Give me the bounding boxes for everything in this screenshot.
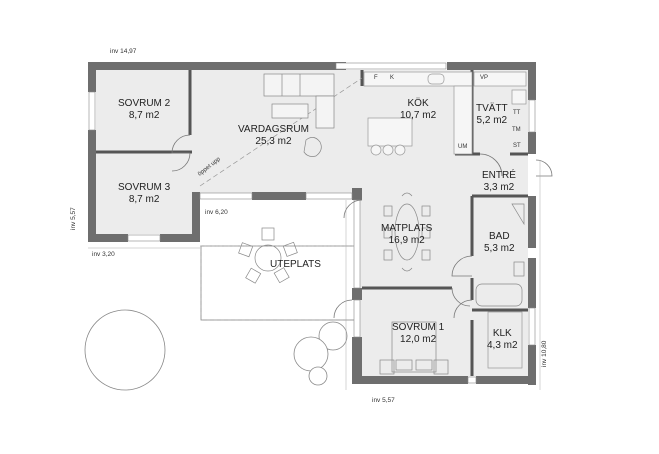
door-swings bbox=[171, 134, 553, 319]
open-ceiling-line bbox=[199, 77, 363, 187]
trees bbox=[84, 309, 348, 391]
room-label-klk: KLK 4,3 m2 bbox=[487, 328, 518, 351]
freezer-label: K bbox=[390, 75, 395, 81]
bathroom-fixtures bbox=[475, 203, 525, 307]
drying-cabinet-label: ST bbox=[513, 143, 521, 149]
room-label-sovrum-1: SOVRUM 1 12,0 m2 bbox=[392, 322, 445, 345]
wardrobe bbox=[487, 311, 523, 369]
windows bbox=[88, 62, 536, 384]
dimension-lines bbox=[88, 160, 541, 390]
water-heater-label: VP bbox=[480, 75, 489, 81]
room-label-vardagsrum: VARDAGSRUM 25,3 m2 bbox=[238, 124, 309, 147]
dimension-top: inv 14,97 bbox=[110, 48, 137, 55]
dining-table bbox=[383, 192, 431, 272]
room-label-entre: ENTRÉ 3,3 m2 bbox=[482, 170, 516, 193]
room-label-uteplats: UTEPLATS bbox=[270, 259, 321, 270]
room-label-sovrum-2: SOVRUM 2 8,7 m2 bbox=[118, 98, 171, 121]
sofa bbox=[263, 73, 335, 129]
room-label-tvatt: TVÄTT 5,2 m2 bbox=[476, 103, 508, 126]
patio-outline bbox=[200, 245, 357, 321]
armchair bbox=[303, 137, 322, 157]
fridge-label: F bbox=[374, 75, 378, 81]
dimension-bottom-right: inv 5,57 bbox=[372, 397, 395, 404]
patio-table bbox=[238, 227, 298, 284]
room-label-matplats: MATPLATS 16,9 m2 bbox=[381, 223, 433, 246]
washer-label: TM bbox=[512, 127, 521, 133]
room-label-kok: KÖK 10,7 m2 bbox=[400, 98, 437, 121]
dimension-patio: inv 6,20 bbox=[205, 209, 228, 216]
exterior-walls bbox=[88, 62, 536, 385]
dimension-right: inv 10,80 bbox=[541, 340, 548, 367]
dimension-bottom-left: inv 3,20 bbox=[92, 251, 115, 258]
room-label-bad: BAD 5,3 m2 bbox=[484, 231, 515, 254]
dishwasher-label: UM bbox=[458, 144, 468, 150]
bed bbox=[379, 321, 449, 375]
dimension-left: inv 5,57 bbox=[70, 207, 77, 230]
room-label-sovrum-3: SOVRUM 3 8,7 m2 bbox=[118, 182, 171, 205]
dryer-label: TT bbox=[513, 110, 521, 116]
kitchen-counters bbox=[363, 71, 527, 156]
